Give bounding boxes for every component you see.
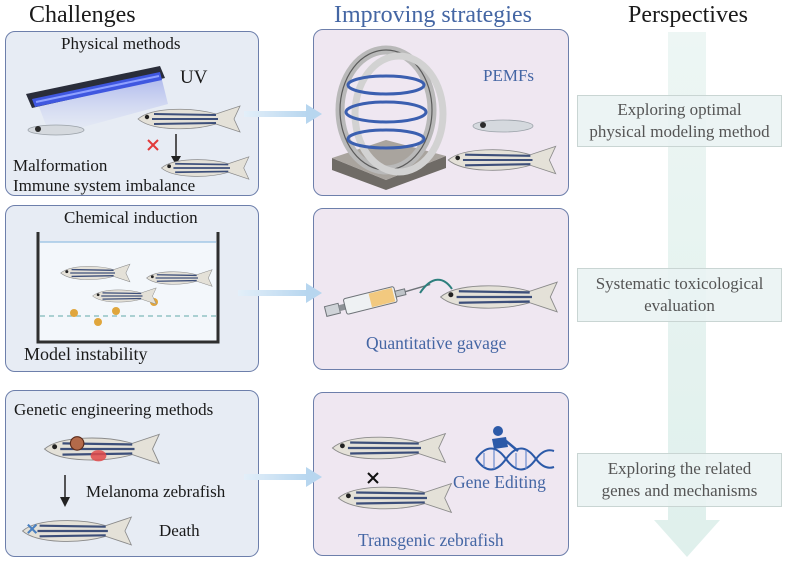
uv-lamp-icon [26,66,168,136]
model-instability-label: Model instability [24,344,148,364]
transgenic-panel: Gene Editing Transgenic zebrafish [313,392,569,556]
zebrafish-icon [137,105,241,133]
chemical-induction-title: Chemical induction [64,208,198,227]
malformation-label: Malformation [13,156,108,175]
perspective-3-line1: Exploring the related [607,459,752,478]
physical-methods-panel: Physical methods UV Malformat [5,31,259,196]
tube-icon [419,278,453,294]
genetic-engineering-title: Genetic engineering methods [14,400,214,419]
gene-editing-label: Gene Editing [453,472,546,492]
pemfs-panel: PEMFs [313,29,569,196]
down-arrow-icon [60,475,70,507]
zebrafish-icon [146,269,213,287]
death-label: Death [159,521,200,540]
perspective-box-2: Systematic toxicological evaluation [577,268,782,322]
immune-imbalance-label: Immune system imbalance [13,176,196,195]
perspectives-header: Perspectives [628,2,748,28]
zebrafish-icon [439,281,559,313]
arrow-row1 [244,104,322,124]
physical-methods-title: Physical methods [61,34,181,53]
larva-icon [472,119,534,133]
dna-editing-icon [475,426,555,471]
perspective-1-line2: physical modeling method [589,122,770,141]
chemical-induction-panel: Chemical induction Model instability [5,205,259,372]
perspective-2-line2: evaluation [644,296,715,315]
zebrafish-icon [60,263,131,283]
syringe-icon [323,283,431,318]
challenges-header: Challenges [29,2,136,28]
genetic-engineering-panel: Genetic engineering methods Melanoma zeb… [5,390,259,557]
dead-zebrafish-icon [21,516,133,546]
zebrafish-icon [331,432,447,464]
melanoma-zebrafish-icon [43,433,161,465]
arrow-row3 [244,467,322,487]
pemfs-label: PEMFs [483,66,535,85]
uv-label: UV [180,67,208,88]
perspective-2-line1: Systematic toxicological [595,274,764,293]
transgenic-zebrafish-label: Transgenic zebrafish [358,530,504,550]
strategies-header: Improving strategies [334,2,532,28]
melanoma-zebrafish-label: Melanoma zebrafish [86,482,226,501]
pemf-device-icon [332,45,447,190]
quantitative-gavage-label: Quantitative gavage [366,333,507,353]
malformed-zebrafish-icon [160,156,250,180]
zebrafish-icon [92,287,157,305]
larva-icon [27,124,85,136]
arrow-row2 [238,283,322,303]
perspective-box-1: Exploring optimal physical modeling meth… [577,95,782,147]
perspective-3-line2: genes and mechanisms [601,481,758,500]
zebrafish-icon [447,145,557,175]
perspective-1-line1: Exploring optimal [617,100,742,119]
zebrafish-icon [337,482,453,514]
cross-icon [367,472,379,484]
arrow-with-cross-icon [147,134,181,165]
perspective-box-3: Exploring the related genes and mechanis… [577,453,782,507]
